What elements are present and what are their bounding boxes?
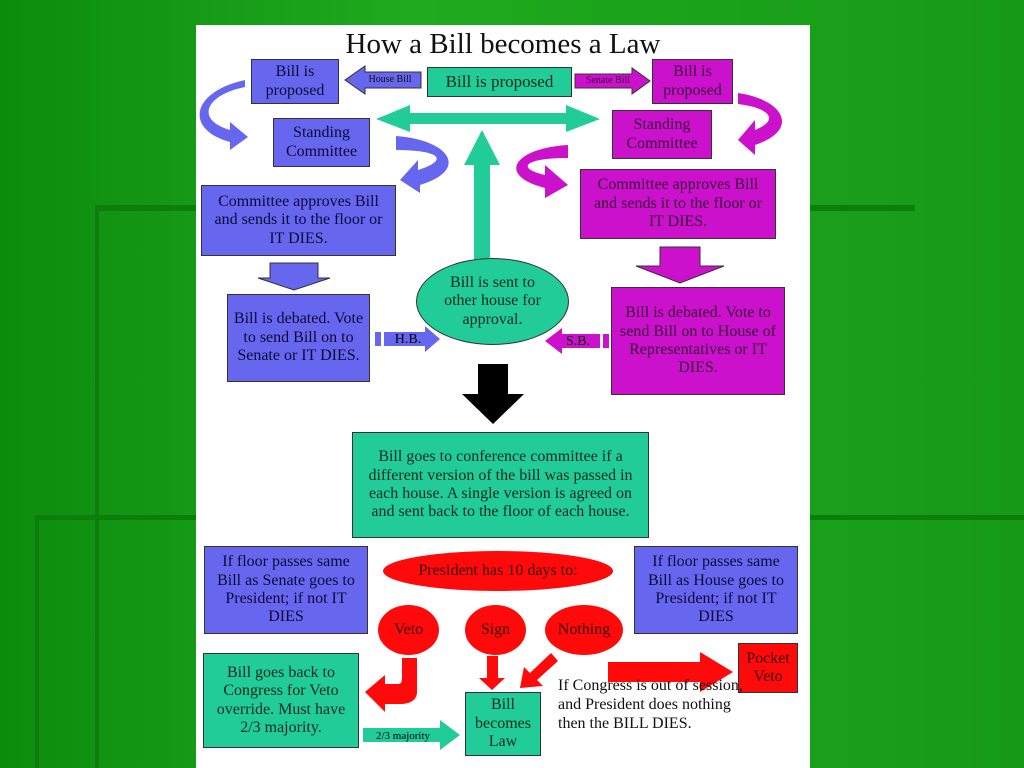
nothing-arrow bbox=[520, 653, 558, 688]
nothing-circle: Nothing bbox=[545, 605, 623, 655]
veto-return-arrow bbox=[365, 658, 417, 712]
house-bill-proposed: Bill is proposed bbox=[251, 59, 339, 104]
curved-arrow-senate-2 bbox=[516, 145, 568, 198]
up-arrow bbox=[464, 130, 500, 262]
senate-bill-label: Senate Bill bbox=[585, 75, 631, 86]
majority-arrow bbox=[363, 720, 460, 750]
background-band bbox=[35, 515, 39, 768]
house-bill-label: House Bill bbox=[368, 74, 412, 85]
pocket-veto: Pocket Veto bbox=[738, 643, 798, 693]
diagram-title: How a Bill becomes a Law bbox=[345, 28, 661, 60]
bill-proposed-main: Bill is proposed bbox=[427, 67, 572, 97]
conference-committee: Bill goes to conference committee if a d… bbox=[352, 432, 649, 538]
house-committee-approves: Committee approves Bill and sends it to … bbox=[201, 185, 396, 256]
house-standing-committee: Standing Committee bbox=[273, 118, 370, 167]
pocket-arrow bbox=[608, 652, 733, 692]
background-band bbox=[95, 205, 99, 768]
veto-override: Bill goes back to Congress for Veto over… bbox=[203, 653, 359, 748]
sign-arrow bbox=[479, 656, 505, 690]
bill-becomes-law: Bill becomes Law bbox=[465, 692, 541, 756]
senate-bill-arrow bbox=[574, 67, 651, 95]
senate-debated: Bill is debated. Vote to send Bill on to… bbox=[611, 287, 785, 395]
sb-arrow bbox=[545, 328, 600, 354]
pocket-veto-note: If Congress is out of session, and Presi… bbox=[558, 677, 743, 733]
hb-arrow bbox=[384, 326, 440, 352]
veto-circle: Veto bbox=[378, 605, 439, 655]
curved-arrow-house-2 bbox=[396, 136, 449, 193]
hb-arrow-stripes bbox=[375, 332, 381, 346]
senate-standing-committee: Standing Committee bbox=[612, 110, 712, 159]
house-debated: Bill is debated. Vote to send Bill on to… bbox=[227, 294, 370, 382]
other-house-ellipse: Bill is sent to other house for approval… bbox=[416, 258, 569, 345]
house-down-arrow bbox=[257, 262, 331, 291]
floor-passes-senate: If floor passes same Bill as Senate goes… bbox=[204, 546, 368, 634]
senate-bill-proposed: Bill is proposed bbox=[652, 59, 733, 104]
senate-committee-approves: Committee approves Bill and sends it to … bbox=[580, 169, 776, 239]
president-ellipse: President has 10 days to: bbox=[383, 551, 613, 591]
curved-arrow-senate-1 bbox=[738, 93, 783, 155]
floor-passes-house: If floor passes same Bill as House goes … bbox=[634, 546, 798, 634]
sb-arrow-stripes bbox=[603, 334, 609, 348]
majority-label: 2/3 majority bbox=[375, 730, 431, 742]
sign-circle: Sign bbox=[465, 605, 526, 655]
senate-down-arrow bbox=[635, 246, 725, 284]
curved-arrow-house-1 bbox=[199, 80, 248, 150]
sb-label: S.B. bbox=[565, 334, 591, 349]
hb-label: H.B. bbox=[394, 332, 422, 347]
double-arrow bbox=[376, 105, 600, 132]
black-down-arrow bbox=[462, 364, 524, 424]
house-bill-arrow bbox=[344, 65, 422, 95]
